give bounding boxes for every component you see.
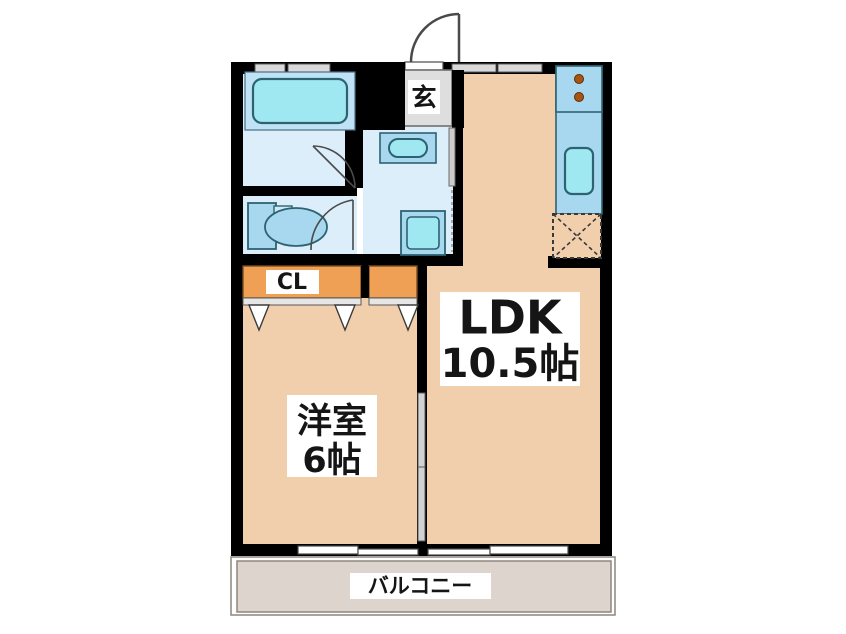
window-bathroom-right — [287, 63, 331, 73]
closet-label: CL — [277, 270, 307, 295]
washing-machine-drum — [406, 216, 440, 250]
window-ldk-left — [451, 63, 497, 73]
balcony-label-group: バルコニー — [350, 573, 491, 599]
closet-door-marker-1 — [247, 304, 271, 332]
western-room-label-line1: 洋室 — [297, 401, 367, 442]
entrance-door-swing-arc — [409, 12, 460, 63]
entrance-label-bg — [408, 80, 440, 114]
entrance-label-group: 玄 — [408, 80, 440, 114]
bathroom-door-leaf — [312, 145, 356, 189]
refrigerator-space-x1 — [552, 213, 602, 259]
window-bathroom-left — [254, 63, 286, 73]
wall-right — [600, 62, 612, 556]
closet-right-door-rail — [368, 297, 418, 306]
sliding-door-panel-upper — [417, 392, 426, 468]
bathroom-group — [244, 71, 356, 189]
balcony-door-room-panel-b — [357, 548, 419, 556]
washbasin-bowl — [388, 138, 428, 158]
balcony-door-ldk-panel-a — [427, 548, 491, 556]
bathroom-door-swing-arc — [312, 145, 356, 189]
kitchen-stove — [555, 65, 603, 113]
ldk-label-bg — [440, 292, 580, 386]
western-room-label-line2: 6帖 — [302, 441, 361, 481]
closet-door-marker-2 — [333, 304, 357, 332]
stove-burner-rear — [574, 92, 584, 102]
western-room-label-group: 洋室 6帖 — [287, 395, 377, 481]
balcony-outer-rail — [230, 556, 616, 616]
balcony-label: バルコニー — [368, 574, 473, 598]
wall-entrance-right — [452, 70, 464, 128]
entrance-door-frame — [404, 61, 444, 71]
toilet-bowl — [264, 207, 328, 247]
refrigerator-space-x2 — [552, 213, 602, 259]
ldk-label-group: LDK 10.5帖 — [440, 291, 580, 387]
wall-washroom-right — [453, 126, 463, 266]
sliding-door-panel-lower — [417, 466, 426, 542]
wall-toilet-bottom — [231, 254, 457, 266]
room-ldk-sliding-door — [417, 392, 426, 542]
window-ldk-right — [497, 63, 543, 73]
closet-label-bg — [266, 270, 319, 294]
wall-left — [231, 62, 243, 556]
entrance-label: 玄 — [411, 83, 436, 112]
washroom-sliding-door-upper — [448, 127, 456, 187]
wall-washroom-left — [353, 126, 363, 188]
balcony-door-room-panel-a — [297, 545, 359, 555]
kitchen-sink — [563, 146, 595, 196]
closet-divider-post — [361, 266, 369, 298]
closet-right-section — [368, 265, 418, 299]
ldk-label-line1: LDK — [458, 291, 563, 345]
kitchen-group — [552, 65, 603, 259]
balcony-label-bg — [350, 573, 491, 599]
western-room-label-bg — [287, 395, 377, 477]
balcony-sliding-doors — [297, 545, 569, 556]
balcony-door-ldk-panel-b — [489, 545, 569, 555]
stove-burner-front — [574, 74, 584, 84]
toilet-door-swing-arc — [310, 199, 354, 251]
wall-bath-toilet-divider — [243, 186, 357, 196]
washroom-group — [379, 127, 456, 256]
closet-left-door-rail — [242, 297, 362, 306]
bathtub — [251, 77, 349, 125]
closet-door-marker-3 — [396, 304, 420, 332]
toilet-group — [247, 199, 354, 251]
ldk-label-line2: 10.5帖 — [441, 341, 580, 387]
closet-label-group: CL — [266, 270, 319, 295]
